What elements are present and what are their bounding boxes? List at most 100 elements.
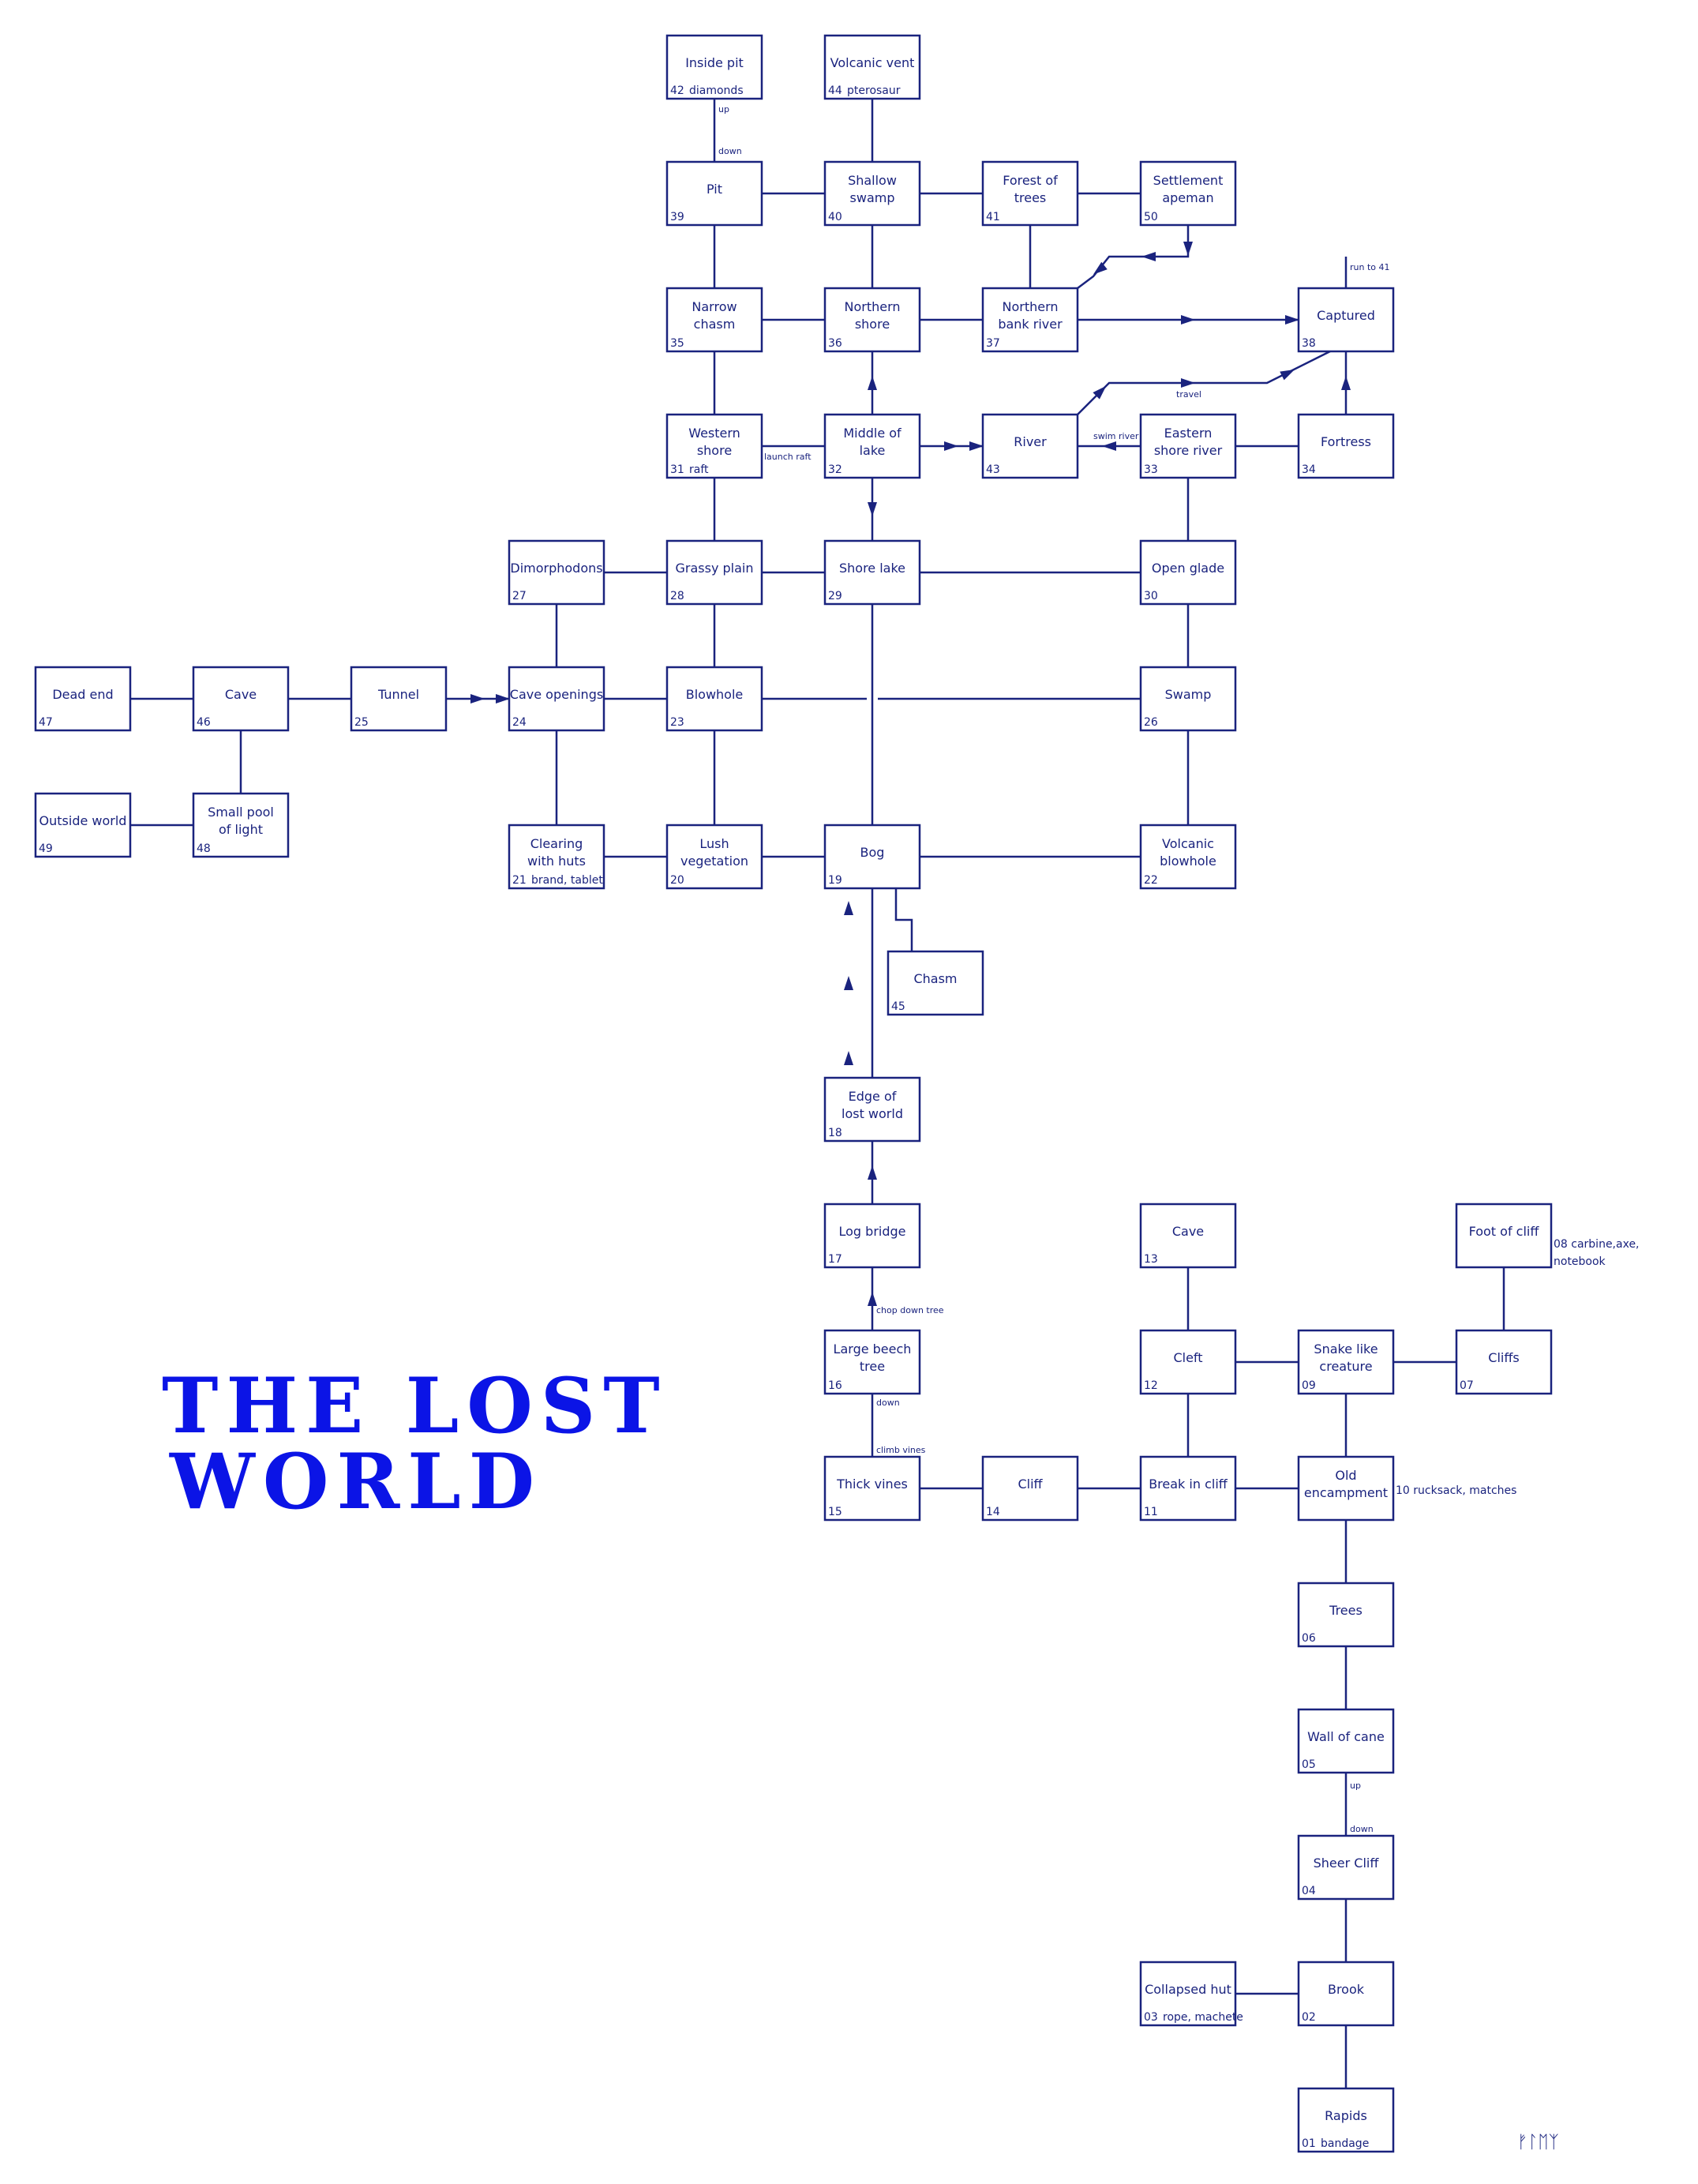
room-name: Settlement [1153, 173, 1224, 188]
room-name: Tunnel [377, 687, 419, 702]
one-way-43-38 [1077, 350, 1331, 415]
room-name: Cliff [1018, 1477, 1043, 1492]
room-name: Sheer Cliff [1314, 1856, 1380, 1871]
room-box [1297, 1329, 1395, 1395]
room-items: rope, machete [1163, 2011, 1243, 2024]
room-box [1139, 160, 1237, 227]
room-box [665, 824, 763, 890]
room-name: Large beech [834, 1342, 912, 1357]
arrow-25-24 [496, 694, 510, 704]
room-name: Volcanic vent [830, 55, 915, 70]
room-name: Cliffs [1488, 1350, 1519, 1365]
room-box [1139, 666, 1237, 732]
label-launch-raft: launch raft [764, 452, 812, 462]
room-number: 41 [986, 211, 1000, 223]
room-name: Log bridge [839, 1224, 906, 1239]
room-box [823, 539, 921, 606]
arrow-32-43 [944, 441, 958, 451]
room-name: Shallow [848, 173, 897, 188]
room-number: 05 [1302, 1758, 1316, 1771]
room-name: Forest of [1003, 173, 1058, 188]
room-box [981, 413, 1079, 479]
room-number: 20 [670, 874, 684, 887]
room-box [1297, 1582, 1395, 1648]
room-box [1297, 1834, 1395, 1901]
room-name: blowhole [1160, 854, 1216, 869]
arrow-50-37 [1093, 261, 1108, 275]
side-note-10: 10 rucksack, matches [1396, 1484, 1516, 1497]
room-name: Inside pit [685, 55, 744, 70]
room-box [665, 413, 763, 479]
map-title-line-1: THE LOST [162, 1361, 668, 1450]
room-name: Bog [860, 845, 885, 860]
room-name: Trees [1329, 1603, 1363, 1618]
room-box [886, 950, 984, 1016]
arrow-50-37 [1141, 252, 1156, 261]
room-number: 33 [1144, 463, 1158, 476]
room-name: bank river [998, 317, 1063, 332]
connection-layer [130, 99, 1505, 2088]
room-08: Foot of cliff [1455, 1203, 1553, 1269]
room-box [823, 287, 921, 353]
room-box [823, 413, 921, 479]
room-19: Bog 19 [823, 824, 921, 890]
room-box [508, 539, 605, 606]
room-box [1139, 1203, 1237, 1269]
label-down-16: down [876, 1398, 900, 1408]
room-items: raft [689, 463, 709, 476]
room-name: apeman [1162, 190, 1213, 205]
arrow-17-18 [868, 1165, 877, 1180]
room-name: Swamp [1165, 687, 1212, 702]
room-number: 35 [670, 337, 684, 350]
room-name: Middle of [843, 426, 901, 441]
room-box [1139, 824, 1237, 890]
room-name: lost world [842, 1106, 903, 1121]
room-number: 23 [670, 716, 684, 729]
room-number: 19 [828, 874, 842, 887]
label-chop-down-tree: chop down tree [876, 1305, 944, 1315]
room-box [508, 824, 605, 890]
room-number: 18 [828, 1127, 842, 1139]
room-number: 46 [197, 716, 211, 729]
room-number: 01 [1302, 2137, 1316, 2150]
room-name: shore [855, 317, 890, 332]
room-number: 43 [986, 463, 1000, 476]
arrow-34-38 [1341, 376, 1351, 390]
room-name: Foot of cliff [1469, 1224, 1540, 1239]
room-number: 14 [986, 1506, 1000, 1518]
room-box [1297, 1455, 1395, 1522]
room-number: 07 [1460, 1379, 1474, 1392]
room-name: shore [697, 443, 732, 458]
room-number: 32 [828, 463, 842, 476]
room-name: Pit [707, 182, 722, 197]
room-number: 04 [1302, 1885, 1316, 1897]
room-box [192, 666, 290, 732]
room-name: Cave openings [510, 687, 603, 702]
room-name: Cleft [1173, 1350, 1202, 1365]
room-14: Cliff 14 [981, 1455, 1079, 1522]
room-number: 02 [1302, 2011, 1316, 2024]
room-number: 37 [986, 337, 1000, 350]
room-box [1297, 1708, 1395, 1774]
room-name: Cave [1172, 1224, 1204, 1239]
arrow-37-38 [1285, 315, 1299, 325]
